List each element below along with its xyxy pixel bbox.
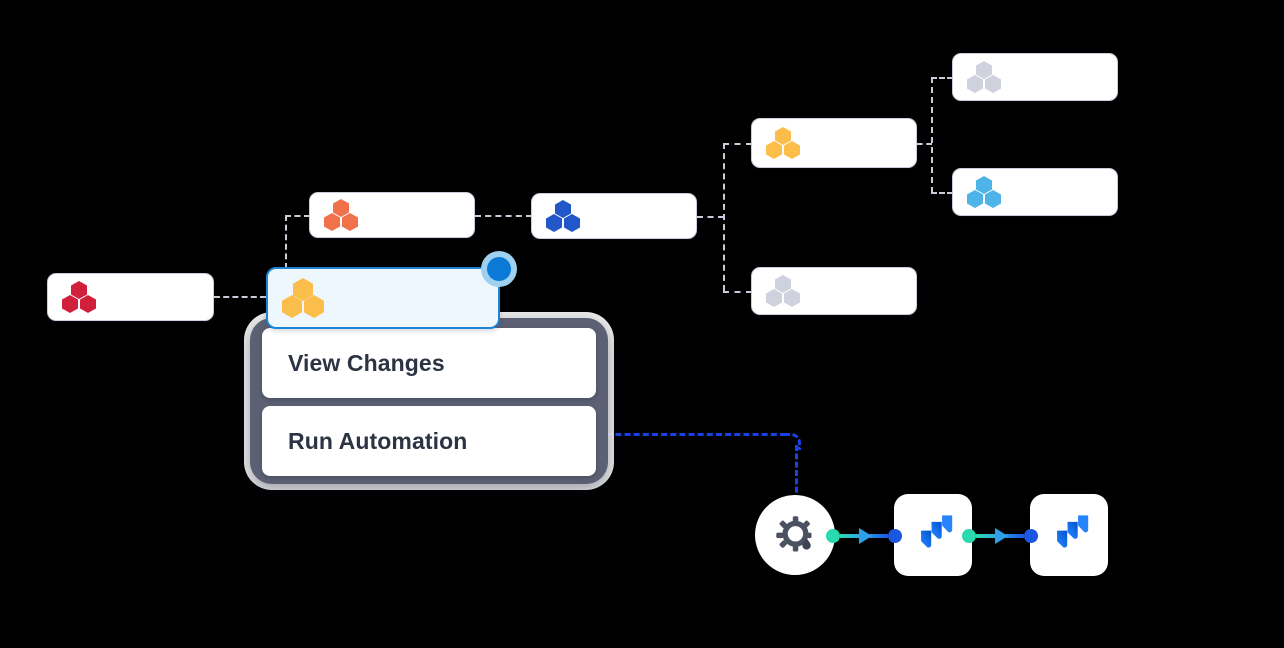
connector-split-to-grey-mid bbox=[723, 291, 752, 293]
hexagon-cluster-icon bbox=[546, 200, 580, 232]
connector-start-dot bbox=[962, 529, 976, 543]
connector-start-dot bbox=[826, 529, 840, 543]
menu-item-view-changes[interactable]: View Changes bbox=[262, 328, 596, 398]
node-card-blue[interactable] bbox=[531, 193, 697, 239]
menu-item-label: View Changes bbox=[288, 349, 445, 376]
connector-end-dot bbox=[1024, 529, 1038, 543]
connector-split-vertical bbox=[723, 143, 725, 291]
node-card-grey-top[interactable] bbox=[952, 53, 1118, 101]
hexagon-cluster-icon bbox=[282, 278, 324, 318]
connector-split-to-yellow bbox=[723, 143, 752, 145]
gear-droplet-icon bbox=[776, 516, 812, 552]
status-badge[interactable] bbox=[481, 251, 517, 287]
connector-line-arrow-icon bbox=[840, 534, 888, 538]
pipeline-step-gear[interactable] bbox=[755, 495, 835, 575]
connector-line-arrow-icon bbox=[976, 534, 1024, 538]
pipeline-connector-1 bbox=[826, 528, 902, 544]
hexagon-cluster-icon bbox=[766, 127, 800, 159]
connector-yellow-to-split2 bbox=[917, 143, 932, 145]
connector-selected-up-branch bbox=[285, 215, 287, 269]
connector-run-automation-vertical bbox=[795, 445, 798, 501]
hexagon-cluster-icon bbox=[62, 281, 96, 313]
context-menu: View Changes Run Automation bbox=[250, 318, 608, 484]
node-card-orange[interactable] bbox=[309, 192, 475, 238]
connector-split2-to-grey-top bbox=[931, 77, 953, 79]
connector-split2-vertical bbox=[931, 77, 933, 193]
connector-red-to-selected bbox=[214, 296, 266, 298]
jira-icon bbox=[1057, 515, 1089, 548]
hexagon-cluster-icon bbox=[324, 199, 358, 231]
menu-item-label: Run Automation bbox=[288, 427, 468, 454]
connector-run-automation-horizontal bbox=[588, 433, 786, 436]
connector-end-dot bbox=[888, 529, 902, 543]
hexagon-cluster-icon bbox=[967, 176, 1001, 208]
connector-split2-to-lightblue bbox=[931, 192, 953, 194]
jira-icon bbox=[921, 515, 953, 548]
hexagon-cluster-icon bbox=[766, 275, 800, 307]
node-card-grey-mid[interactable] bbox=[751, 267, 917, 315]
connector-orange-to-blue bbox=[475, 215, 532, 217]
node-card-selected[interactable] bbox=[266, 267, 500, 329]
node-card-red[interactable] bbox=[47, 273, 214, 321]
node-card-light-blue[interactable] bbox=[952, 168, 1118, 216]
connector-branch-to-orange bbox=[285, 215, 310, 217]
pipeline-step-jira-1[interactable] bbox=[894, 494, 972, 576]
menu-item-run-automation[interactable]: Run Automation bbox=[262, 406, 596, 476]
connector-run-automation-corner bbox=[784, 433, 801, 450]
connector-blue-to-split bbox=[697, 216, 724, 218]
node-card-yellow[interactable] bbox=[751, 118, 917, 168]
pipeline-connector-2 bbox=[962, 528, 1038, 544]
hexagon-cluster-icon bbox=[967, 61, 1001, 93]
pipeline-step-jira-2[interactable] bbox=[1030, 494, 1108, 576]
